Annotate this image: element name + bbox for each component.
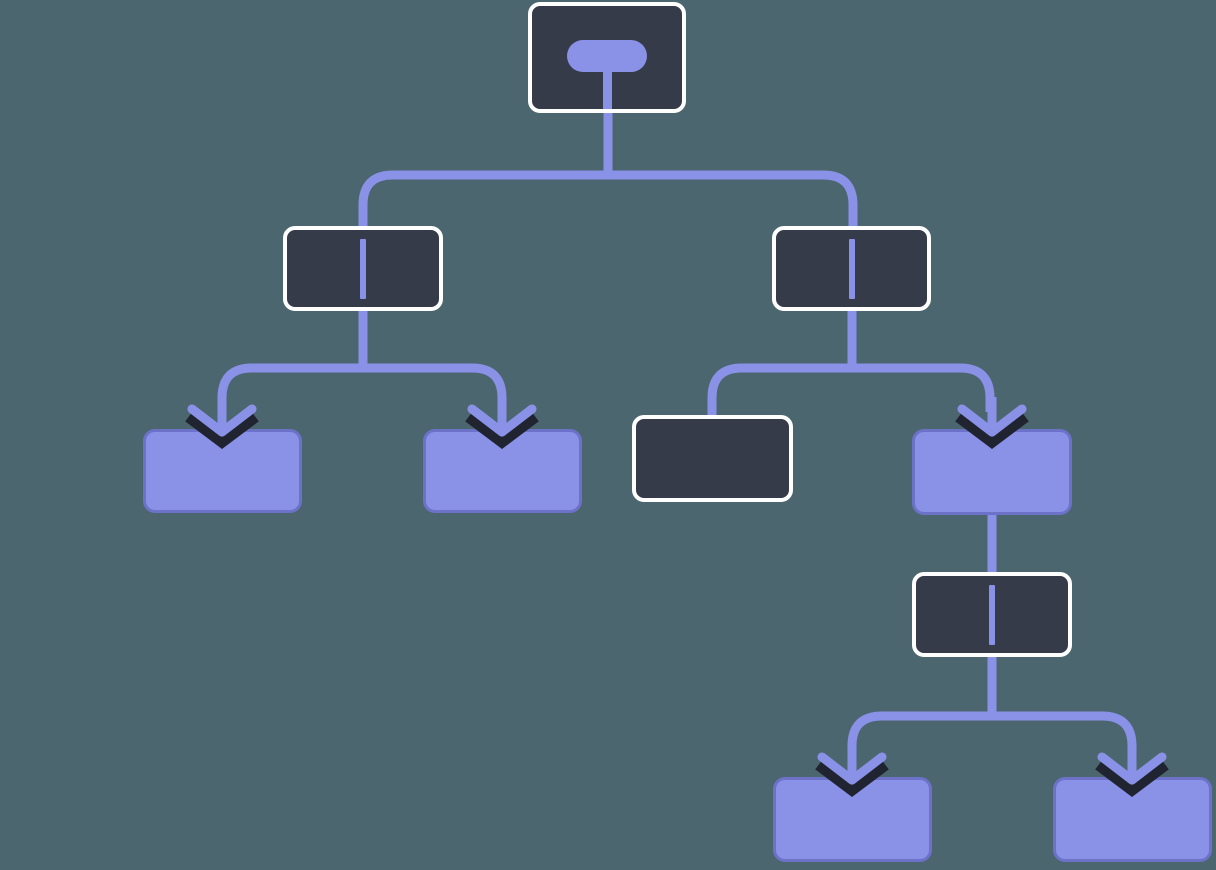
tree-node-leaf-3[interactable] [632,415,793,502]
edge-right-subtree-branch [707,363,995,417]
pill-icon [567,40,647,72]
tree-node-leaf-4[interactable] [912,429,1072,515]
tree-node-leaf-1[interactable] [143,429,302,513]
edge-left-subtree-branch [217,363,507,412]
tree-node-leaf-5[interactable] [773,777,932,862]
pass-through-line-icon [848,238,855,299]
pass-through-line-icon [360,238,366,299]
edge-bottom-branch [847,711,1137,759]
tree-node-leaf-2[interactable] [423,429,582,513]
tree-node-branch-deep[interactable] [912,572,1072,657]
pass-through-line-icon [989,584,995,645]
pill-stem-icon [602,72,612,109]
tree-node-root[interactable] [528,2,686,113]
edge-level2-branch [358,170,858,232]
tree-node-branch-right[interactable] [772,226,931,311]
tree-node-leaf-6[interactable] [1053,777,1212,862]
tree-node-branch-left[interactable] [283,226,443,311]
collapsed-children-icon [532,6,682,109]
